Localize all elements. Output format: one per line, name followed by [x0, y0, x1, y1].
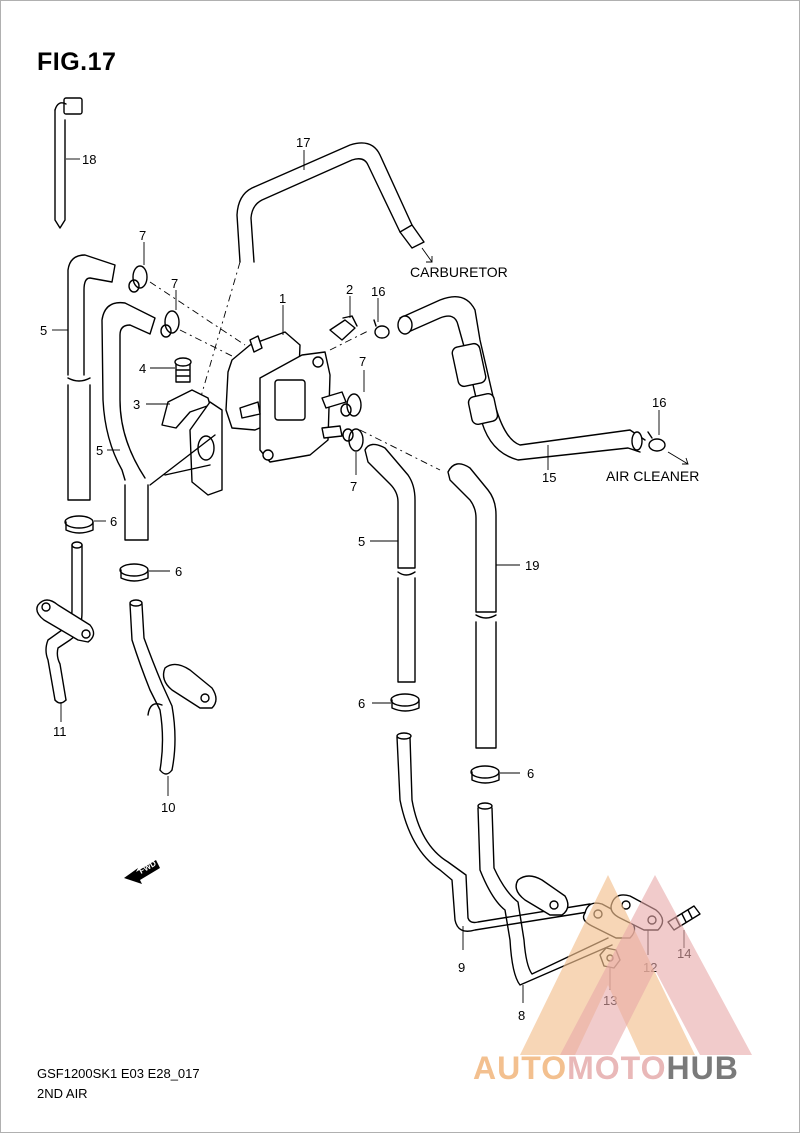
callout-7-a: 7: [139, 228, 146, 243]
part-1-reed-valve: [225, 331, 347, 463]
callout-16-top: 16: [371, 284, 385, 299]
callout-5-middle: 5: [96, 443, 103, 458]
part-7-clip-c: [340, 393, 362, 417]
part-6-clamp-c: [390, 693, 420, 712]
part-16-clamp-right: [647, 431, 666, 452]
part-6-clamp-b: [119, 563, 149, 582]
callout-3: 3: [133, 397, 140, 412]
part-17-hose: [236, 142, 425, 263]
destination-air-cleaner: AIR CLEANER: [606, 468, 699, 484]
callout-11: 11: [53, 724, 67, 739]
callout-6-d: 6: [527, 766, 534, 781]
part-11-pipe: [36, 541, 95, 704]
callout-6-a: 6: [110, 514, 117, 529]
callout-4: 4: [139, 361, 146, 376]
callout-5-center: 5: [358, 534, 365, 549]
part-5-hose-middle: [101, 301, 156, 541]
part-5-hose-center: [364, 443, 416, 683]
callout-7-c: 7: [359, 354, 366, 369]
watermark-part-hub: HUB: [666, 1050, 739, 1086]
part-9-pipe: [396, 732, 591, 932]
callout-17: 17: [296, 135, 310, 150]
callout-16-right: 16: [652, 395, 666, 410]
part-16-clamp-top: [373, 319, 390, 339]
callout-8: 8: [518, 1008, 525, 1023]
destination-carburetor: CARBURETOR: [410, 264, 508, 280]
callout-6-c: 6: [358, 696, 365, 711]
part-18-sensor: [54, 97, 83, 229]
part-7-clip-a: [128, 265, 148, 293]
part-3-bracket: [149, 389, 223, 496]
part-6-clamp-a: [64, 515, 94, 534]
callout-15: 15: [542, 470, 556, 485]
callout-9: 9: [458, 960, 465, 975]
part-2-screw: [329, 315, 358, 341]
watermark-part-moto: MOTO: [567, 1050, 667, 1086]
callout-6-b: 6: [175, 564, 182, 579]
part-6-clamp-d: [470, 765, 500, 784]
watermark-text: AUTOMOTOHUB: [473, 1050, 739, 1087]
figure-title: FIG.17: [37, 48, 117, 76]
model-code: GSF1200SK1 E03 E28_017: [37, 1066, 200, 1081]
callout-2: 2: [346, 282, 353, 297]
part-19-hose: [447, 463, 497, 749]
callout-18: 18: [82, 152, 96, 167]
callout-10: 10: [161, 800, 175, 815]
part-7-clip-d: [342, 428, 364, 452]
part-15-hose: [397, 296, 646, 461]
part-8-pipe: [477, 802, 613, 986]
callout-7-d: 7: [350, 479, 357, 494]
part-10-pipe: [129, 599, 217, 775]
part-5-hose-left: [67, 254, 116, 501]
part-7-clip-b: [160, 310, 180, 338]
callout-1: 1: [279, 291, 286, 306]
section-name: 2ND AIR: [37, 1086, 88, 1101]
part-4-bolt: [174, 357, 192, 383]
watermark-part-auto: AUTO: [473, 1050, 568, 1086]
callout-7-b: 7: [171, 276, 178, 291]
callout-5-left: 5: [40, 323, 47, 338]
callout-19: 19: [525, 558, 539, 573]
